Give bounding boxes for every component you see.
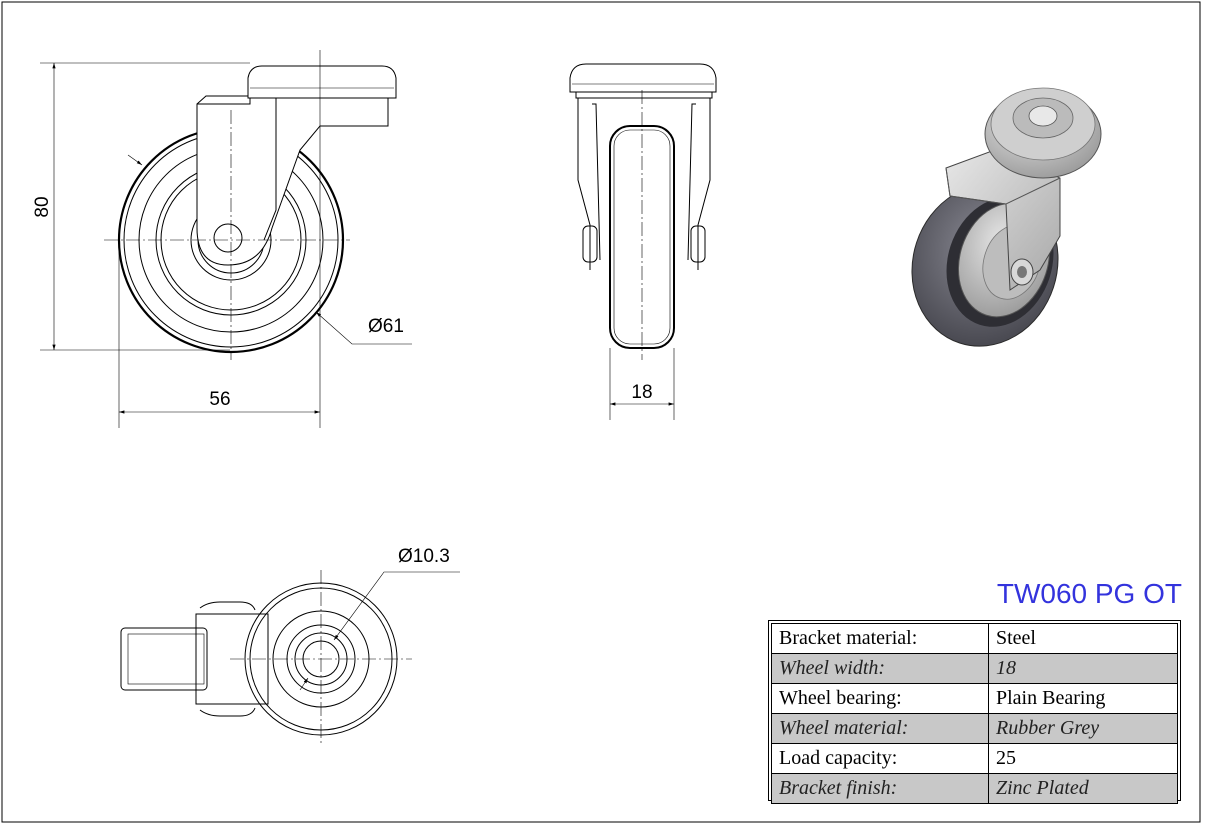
spec-value: 25: [988, 743, 1178, 774]
top-view: [120, 570, 460, 745]
spec-row: Bracket material: Steel: [771, 623, 1178, 654]
spec-value: Steel: [988, 623, 1178, 654]
spec-row: Wheel bearing: Plain Bearing: [771, 683, 1178, 714]
spec-table: Bracket material: Steel Wheel width: 18 …: [768, 620, 1181, 804]
spec-label: Wheel material:: [771, 713, 989, 744]
spec-label: Wheel bearing:: [771, 683, 989, 714]
isometric-render: [911, 87, 1102, 347]
product-code-title: TW060 PG OT: [996, 578, 1182, 609]
spec-row: Wheel width: 18: [771, 653, 1178, 684]
spec-value: Rubber Grey: [988, 713, 1178, 744]
front-view: [40, 50, 412, 428]
spec-label: Bracket material:: [771, 623, 989, 654]
dim-wheel-width-label: 18: [631, 382, 652, 403]
spec-label: Bracket finish:: [771, 773, 989, 804]
spec-label: Load capacity:: [771, 743, 989, 774]
spec-row: Load capacity: 25: [771, 743, 1178, 774]
spec-row: Bracket finish: Zinc Plated: [771, 773, 1178, 804]
dim-wheel-diameter-label: Ø61: [368, 316, 404, 337]
spec-label: Wheel width:: [771, 653, 989, 684]
spec-row: Wheel material: Rubber Grey: [771, 713, 1178, 744]
dim-bolt-hole-label: Ø10.3: [398, 546, 450, 567]
spec-value: 18: [988, 653, 1178, 684]
side-view: [569, 63, 717, 420]
dim-width-label: 56: [209, 389, 230, 410]
dim-height-label: 80: [32, 196, 53, 217]
spec-value: Plain Bearing: [988, 683, 1178, 714]
spec-value: Zinc Plated: [988, 773, 1178, 804]
